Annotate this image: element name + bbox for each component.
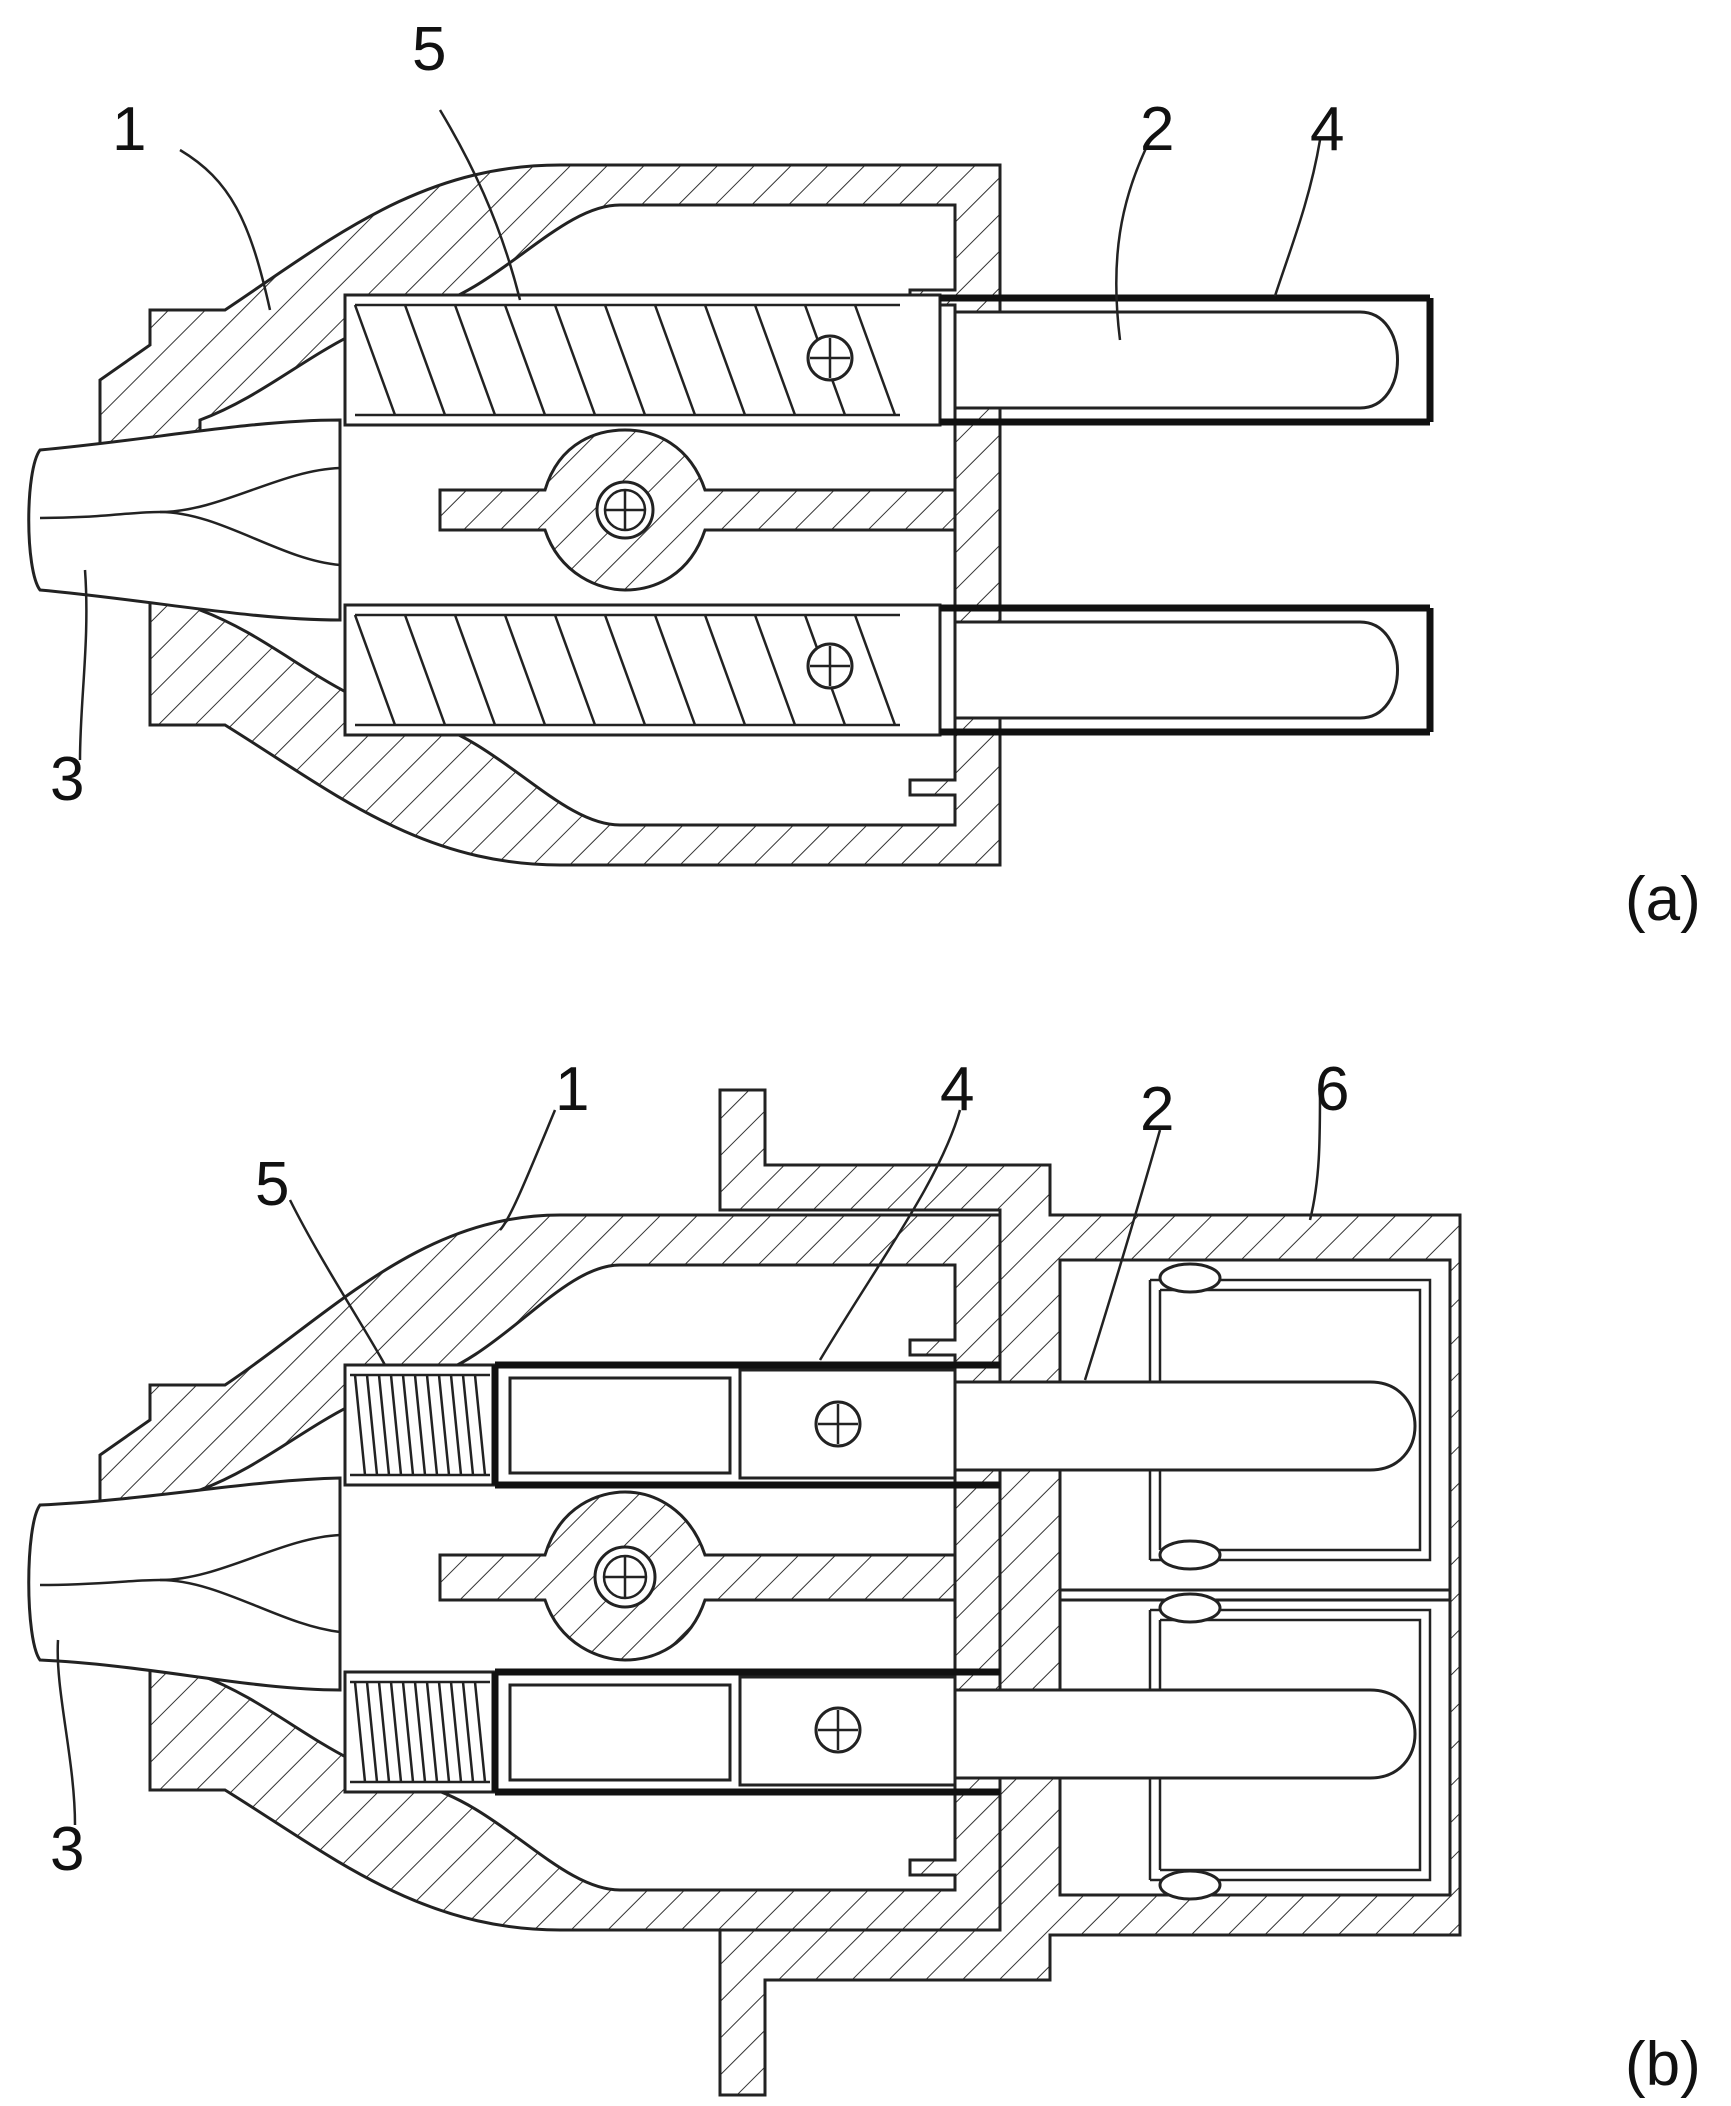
caption-b: (b) (1625, 2030, 1701, 2099)
label-1-b: 1 (555, 1055, 589, 1124)
figure-a: 1 5 2 4 3 (a) (27, 15, 1701, 934)
pin-lower-a (940, 604, 1434, 736)
cable-a (27, 418, 342, 622)
label-6-b: 6 (1315, 1055, 1349, 1124)
socket-contact-lower-b (1148, 1592, 1432, 1901)
label-4-a: 4 (1310, 95, 1344, 164)
caption-a: (a) (1625, 865, 1701, 934)
figure-b: 5 1 4 2 6 3 (b) (27, 1055, 1701, 2099)
label-2-b: 2 (1140, 1075, 1174, 1144)
center-clamp-a (438, 428, 957, 592)
pin-upper-a (940, 294, 1434, 426)
pin-lower-b (491, 1668, 1417, 1796)
label-3-a: 3 (50, 745, 84, 814)
center-clamp-b (438, 1490, 957, 1662)
label-5-b: 5 (255, 1150, 289, 1219)
spring-upper-b (343, 1363, 497, 1487)
pin-upper-b (491, 1361, 1417, 1489)
label-5-a: 5 (412, 15, 446, 84)
label-4-b: 4 (940, 1055, 974, 1124)
spring-lower-b (343, 1670, 497, 1794)
label-2-a: 2 (1140, 95, 1174, 164)
label-1-a: 1 (112, 95, 146, 164)
label-3-b: 3 (50, 1815, 84, 1884)
cable-b (27, 1476, 342, 1692)
